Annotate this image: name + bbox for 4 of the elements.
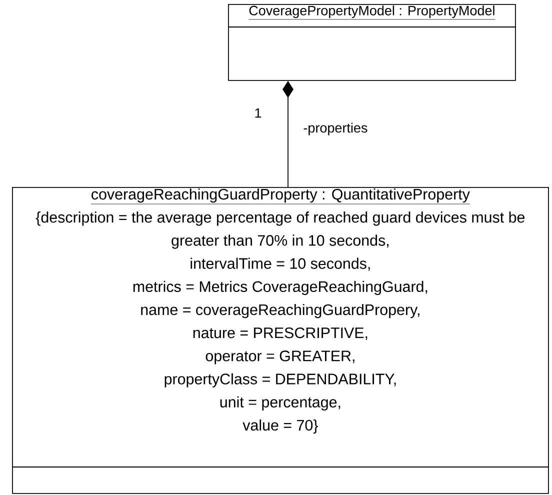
multiplicity: 1 [255, 108, 262, 118]
role-name: -properties [304, 122, 368, 136]
object-box: coverageReachingGuardProperty : QuantitativeProperty {description = the average percentage of reached guard devices must be greater than 70% in 10 seconds, intervalTime = 10 seconds, metrics = Metrics CoverageReachingGuard, name = coverageReachingGuardPropery, nature = PRESCRIPTIVE, operator = GREATER, propertyClass = DEPENDABILITY, unit = percentage, value = 70} [12, 187, 550, 494]
object-box: CoveragePropertyModel : PropertyModel [228, 4, 516, 81]
